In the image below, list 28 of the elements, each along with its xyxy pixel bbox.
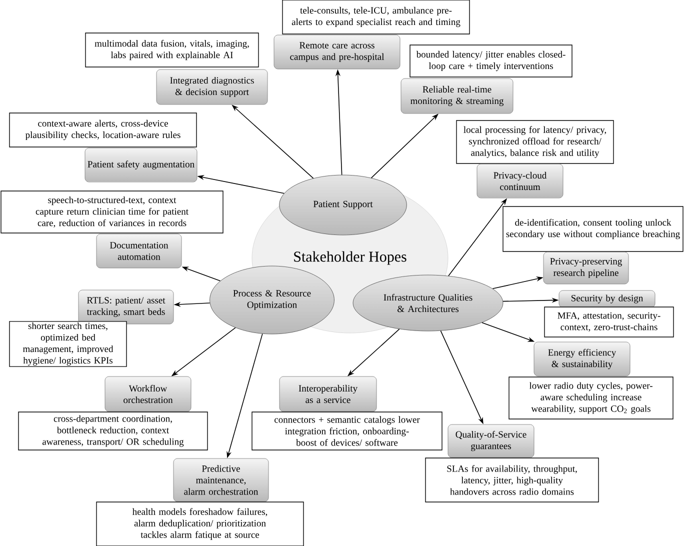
description-box: local processing for latency/ privacy, synchronized offload for research/ analytics, balance risk and utility <box>456 120 614 164</box>
description-box: connectors + semantic catalogs lower integration friction, onboarding-boost of devices/ software <box>252 412 442 450</box>
description-box: tele-consults, tele-ICU, ambulance pre-alerts to expand specialist reach and timing <box>282 0 470 34</box>
hope-box: Remote care across campus and pre-hospital <box>274 34 400 70</box>
description-box: multimodal data fusion, vitals, imaging, labs paired with explainable AI <box>85 32 259 68</box>
hope-box: Security by design <box>558 290 656 308</box>
hope-box: Integrated diagnostics & decision support <box>156 69 268 105</box>
description-box: MFA, attestation, security-context, zero-trust-chains <box>544 306 674 338</box>
hope-box: Quality-of-Service guarantees <box>448 424 534 458</box>
hope-box: Privacy-cloud continuum <box>476 164 564 198</box>
description-box: de-identification, consent tooling unlock secondary use without compliance breaching <box>502 206 684 252</box>
hope-box: Documentation automation <box>96 234 182 268</box>
description-box: SLAs for availability, throughput, latency, jitter, high-quality handovers across radio domains <box>425 458 599 502</box>
hope-box: Interoperability as a service <box>279 376 377 412</box>
description-box: bounded latency/ jitter enables closed-loop care + timely interventions <box>410 44 572 78</box>
description-box: speech-to-structured-text, context capture return clinician time for patient care, reduction of variances in records <box>0 190 224 234</box>
hope-box: Predictive maintenance, alarm orchestration <box>173 458 269 502</box>
hope-box: Energy efficiency & sustainability <box>534 342 630 376</box>
description-box: lower radio duty cycles, power-aware scheduling increase wearability, support CO$_{2}$ goals <box>508 376 674 420</box>
description-box: shorter search times, optimized bed management, improved hygiene/ logistics KPIs <box>9 321 127 367</box>
hope-box: RTLS: patient/ asset tracking, smart beds <box>78 290 174 324</box>
description-box: context-aware alerts, cross-device plausibility checks, location-aware rules <box>9 112 197 148</box>
hope-box: Privacy-preserving research pipeline <box>543 252 629 284</box>
hope-box: Workflow orchestration <box>104 376 192 412</box>
description-box: health models foreshadow failures, alarm deduplication/ prioritization tackles alarm fatique at source <box>96 502 304 546</box>
hope-box: Patient safety augmentation <box>84 148 198 182</box>
hope-box: Reliable real-time monitoring & streaming <box>400 78 514 114</box>
description-box: cross-department coordination, bottleneck reduction, context awareness, transport/ OR scheduling <box>18 412 208 450</box>
